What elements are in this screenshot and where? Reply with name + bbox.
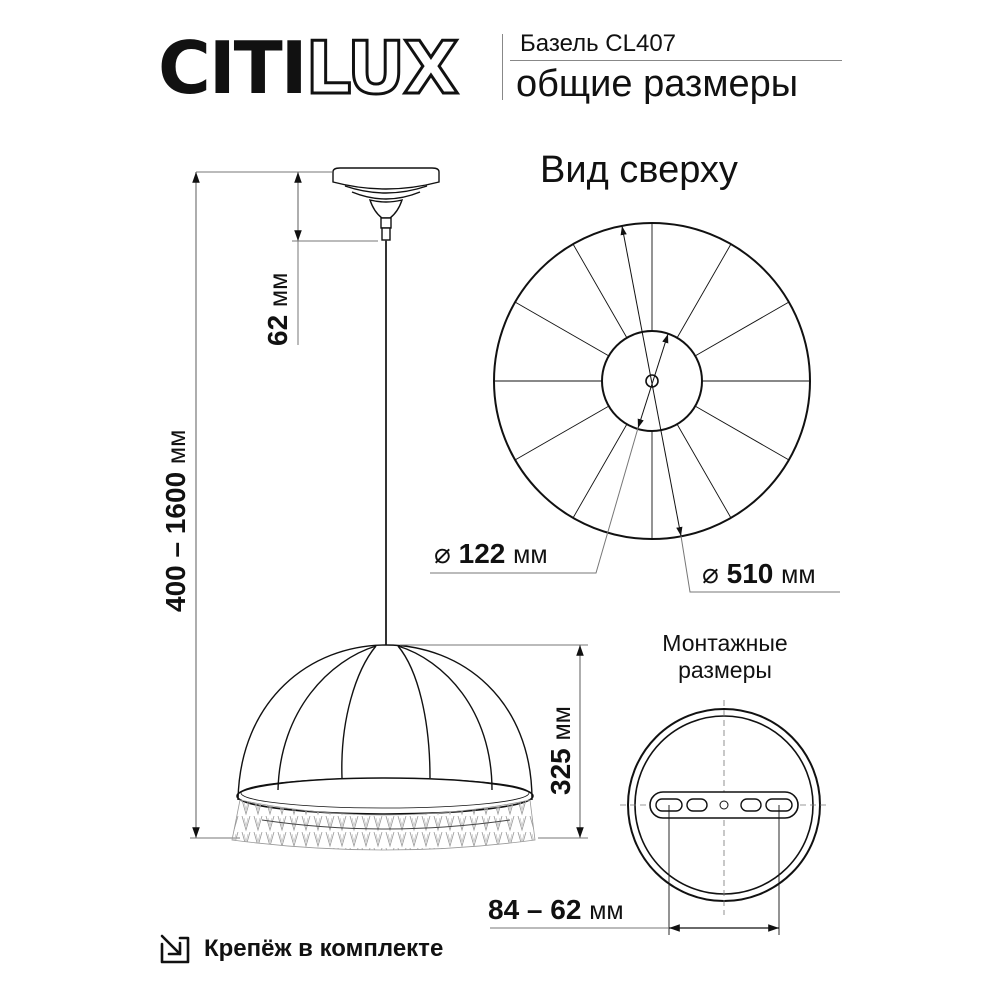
- top-view-title: Вид сверху: [540, 149, 738, 191]
- total-height-label: 400 – 1600 мм: [160, 429, 191, 612]
- mounting-view-title: Монтажные размеры: [662, 630, 788, 683]
- mount-spacing-label: 84 – 62 мм: [488, 894, 624, 925]
- crystal-fringe: [231, 799, 536, 851]
- mounting-view: [490, 700, 828, 935]
- mounting-bracket: [649, 791, 799, 819]
- dome-shade: [236, 644, 534, 815]
- brand-logo: CITILUX: [158, 26, 460, 110]
- footer-note: Крепёж в комплекте: [158, 932, 443, 966]
- top-view: [430, 222, 840, 593]
- brand-logo-solid: CITI: [158, 26, 308, 110]
- shade-height-label: 325 мм: [545, 706, 576, 795]
- title-divider: [502, 34, 503, 100]
- ceiling-canopy: [332, 167, 440, 241]
- title-rule: [510, 60, 842, 61]
- footer-text: Крепёж в комплекте: [204, 935, 444, 962]
- canopy-height-label: 62 мм: [262, 272, 293, 346]
- page-subtitle: общие размеры: [516, 63, 799, 105]
- outer-diameter-label: ⌀ 510 мм: [702, 558, 816, 589]
- arrow-into-box-icon: [160, 934, 190, 964]
- brand-logo-outline: LUX: [304, 26, 460, 110]
- inner-diameter-label: ⌀ 122 мм: [434, 538, 548, 569]
- side-view: [190, 167, 588, 851]
- model-name: Базель CL407: [520, 30, 677, 57]
